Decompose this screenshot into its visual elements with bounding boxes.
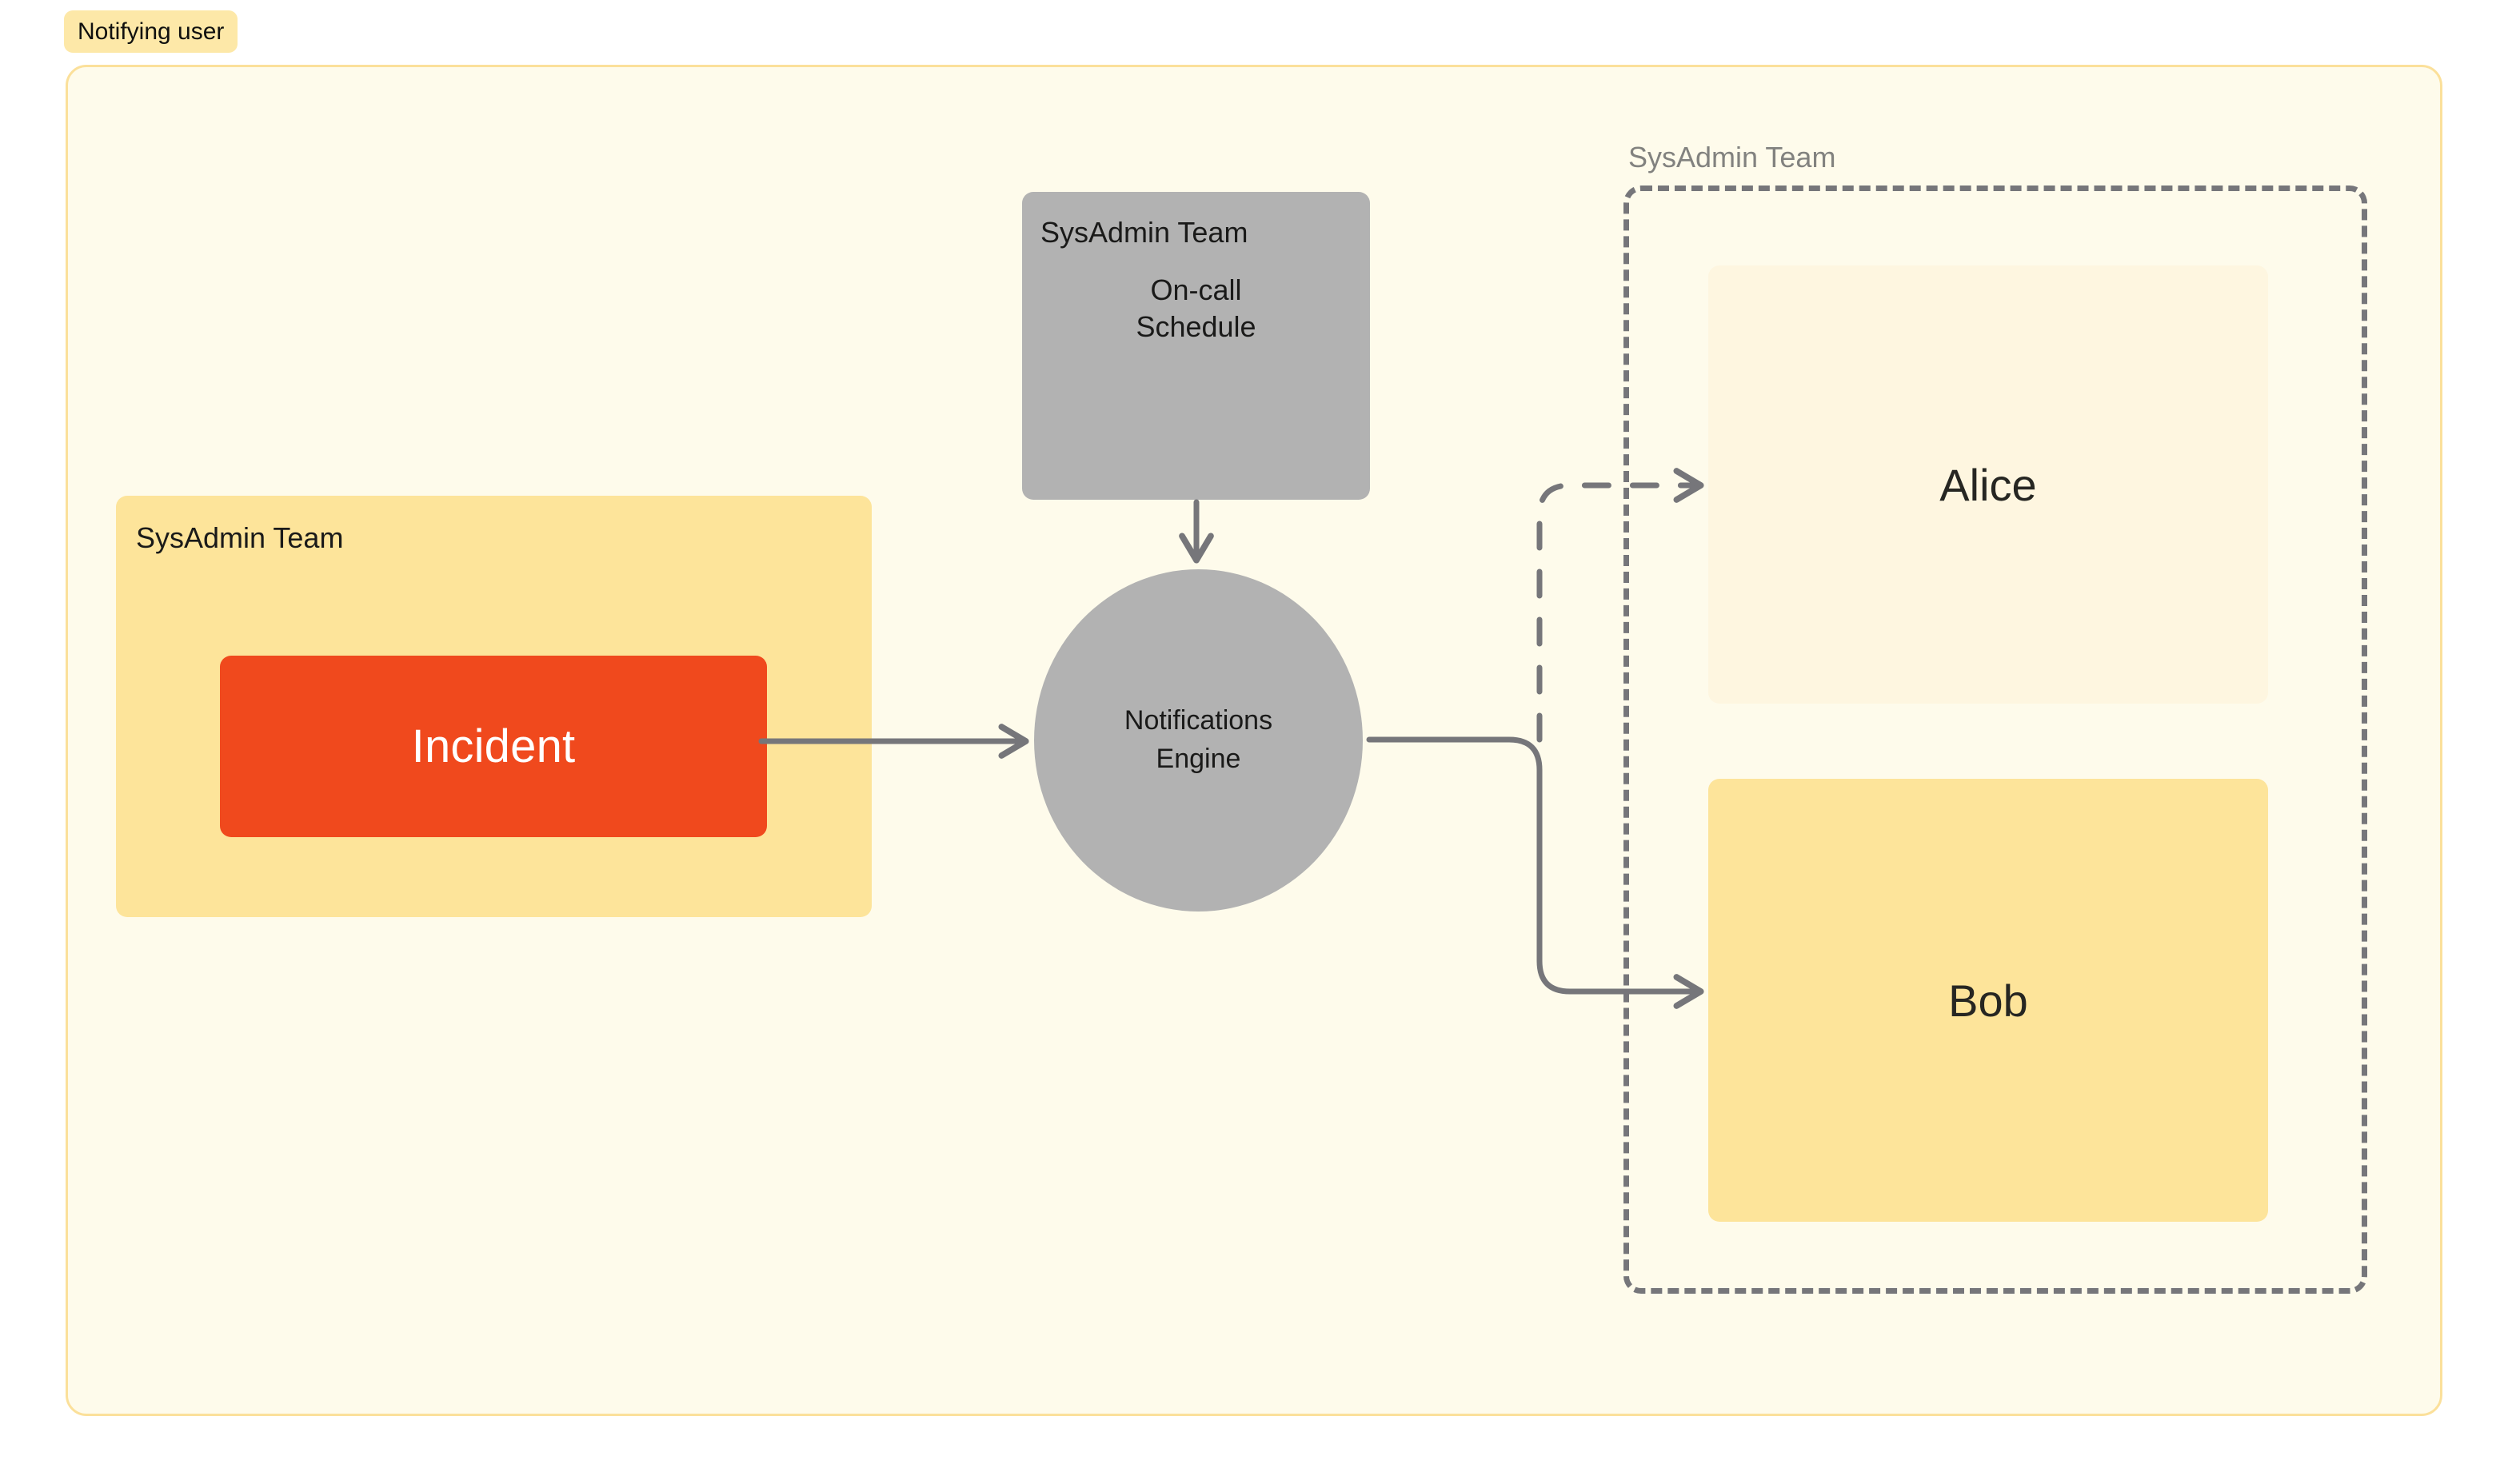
node-incident-label: Incident (411, 720, 576, 772)
node-oncall-schedule-title-line2: Schedule (1136, 310, 1256, 344)
node-notifications-engine-label-line2: Engine (1156, 744, 1241, 774)
status-badge-label: Notifying user (78, 18, 225, 45)
node-incident[interactable]: Incident (220, 656, 767, 837)
node-oncall-schedule-team-label: SysAdmin Team (1040, 216, 1248, 249)
status-badge: Notifying user (64, 10, 238, 53)
group-sysadmin-team-left-label: SysAdmin Team (136, 521, 344, 554)
node-alice-label: Alice (1939, 459, 2037, 510)
node-alice[interactable]: Alice (1708, 265, 2268, 704)
node-notifications-engine-label-line1: Notifications (1124, 705, 1273, 736)
node-bob-label: Bob (1948, 975, 2028, 1026)
node-bob[interactable]: Bob (1708, 779, 2268, 1222)
node-oncall-schedule-title-line1: On-call (1150, 273, 1242, 306)
group-sysadmin-team-right-label: SysAdmin Team (1628, 141, 1836, 174)
